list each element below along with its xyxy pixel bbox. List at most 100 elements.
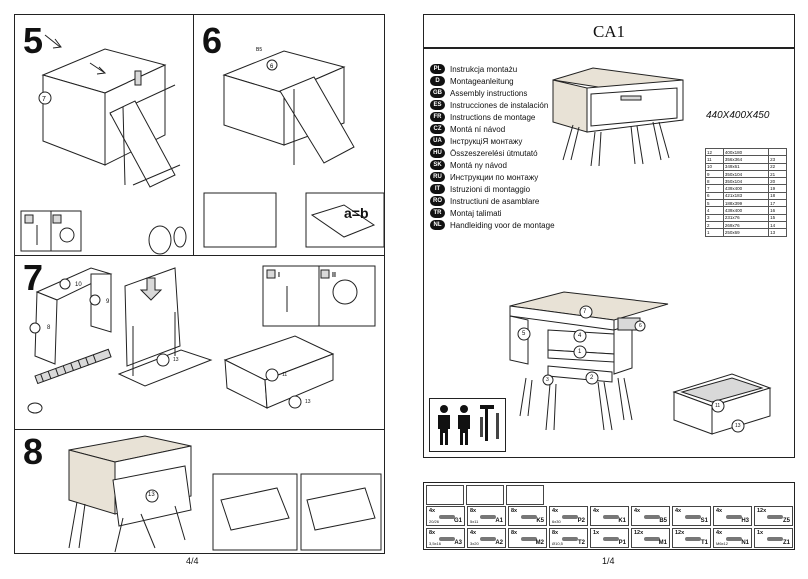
step-6-ab-label: a=b (344, 205, 369, 221)
hardware-qty: 4x (429, 508, 436, 514)
hardware-qty: 8x (511, 508, 518, 514)
hardware-code: T1 (700, 540, 708, 546)
screw-icon (726, 515, 742, 519)
parts-cell-size: 350x104 (722, 177, 770, 186)
language-text: Instrucciones de instalación (450, 100, 549, 110)
language-code-badge: D (430, 76, 445, 86)
parts-cell-no: 1 (705, 228, 724, 237)
hardware-qty: 12x (675, 530, 685, 536)
step-5-panel: 5 7 (14, 14, 194, 256)
hardware-qty: 4x (470, 530, 477, 536)
language-text: Összeszerelési útmutató (450, 148, 538, 158)
language-text: Инструкции по монтажу (450, 172, 539, 182)
screw-icon (603, 537, 619, 541)
hardware-code: K5 (536, 518, 544, 524)
hardware-qty: 8x (470, 508, 477, 514)
hardware-code: Z5 (782, 518, 790, 524)
product-illustration (552, 67, 684, 167)
hardware-code: N1 (741, 540, 749, 546)
screw-icon (480, 537, 496, 541)
screw-icon (767, 515, 783, 519)
hardware-qty: 4x (716, 530, 723, 536)
hardware-qty: 12x (634, 530, 644, 536)
hardware-code: A2 (495, 540, 503, 546)
parts-cell-size: 231x76 (722, 213, 770, 222)
hardware-code: A3 (454, 540, 462, 546)
step-8-number: 8 (23, 431, 44, 472)
drawer-callout: 11 (715, 403, 721, 409)
screw-icon (439, 515, 455, 519)
hardware-size: 5x11 (470, 519, 479, 524)
parts-cell-no: 9 (705, 169, 724, 179)
language-text: Montá ní návod (450, 124, 506, 134)
hardware-code: S1 (700, 518, 708, 524)
parts-cell-no: 2 (705, 220, 724, 230)
hardware-code: M2 (535, 540, 544, 546)
parts-cell-size: 439x400 (722, 184, 770, 193)
left-page-number: 4/4 (186, 556, 199, 566)
step-6-number: 6 (202, 20, 223, 61)
language-code-badge: PL (430, 64, 445, 74)
exploded-diagram (509, 291, 669, 431)
language-text: Instructions de montage (450, 112, 536, 122)
two-people-tools-icon (429, 398, 506, 452)
parts-cell-qty: 23 (768, 155, 787, 164)
screw-icon (480, 515, 496, 519)
hardware-code: H3 (741, 518, 749, 524)
hardware-size: 20/26 (429, 519, 440, 524)
hardware-qty: 1x (757, 530, 764, 536)
left-page: 5 7 6 (0, 0, 390, 579)
hardware-qty: 4x (675, 508, 682, 514)
screw-icon (439, 537, 455, 541)
step-7-back-callout: 8 (47, 325, 51, 331)
parts-cell-size: 400x180 (722, 147, 770, 157)
step-7-drawer-front-callout: 13 (305, 399, 311, 405)
hardware-qty: 1x (593, 530, 600, 536)
parts-cell-size: 188x399 (722, 199, 770, 208)
parts-cell-no: 6 (705, 191, 724, 201)
language-code-badge: RU (430, 172, 445, 182)
hardware-qty: 4x (593, 508, 600, 514)
step-5-number: 5 (23, 20, 44, 61)
parts-cell-size: 350x104 (722, 169, 770, 179)
parts-cell-size: 356x364 (722, 155, 770, 164)
screw-icon (521, 537, 537, 541)
step-5-illustration: 7 (20, 34, 187, 255)
parts-cell-qty: 13 (768, 228, 787, 237)
hardware-qty: 4x (634, 508, 641, 514)
parts-cell-qty: 22 (768, 162, 787, 171)
step-7-illustration (27, 265, 376, 414)
language-text: Montaj talimati (450, 208, 502, 218)
screw-icon (726, 537, 742, 541)
screw-icon (685, 537, 701, 541)
diagram-callout: 6 (639, 323, 642, 329)
step-6-illustration: 6 B5 (203, 47, 385, 248)
step-8-drawer-callout: 13 (148, 492, 155, 498)
language-code-badge: NL (430, 220, 445, 230)
parts-cell-no: 10 (705, 162, 724, 171)
step-7-drawer-callout: 11 (282, 372, 288, 378)
hardware-size: 6x30 (552, 519, 561, 524)
screw-icon (562, 515, 578, 519)
